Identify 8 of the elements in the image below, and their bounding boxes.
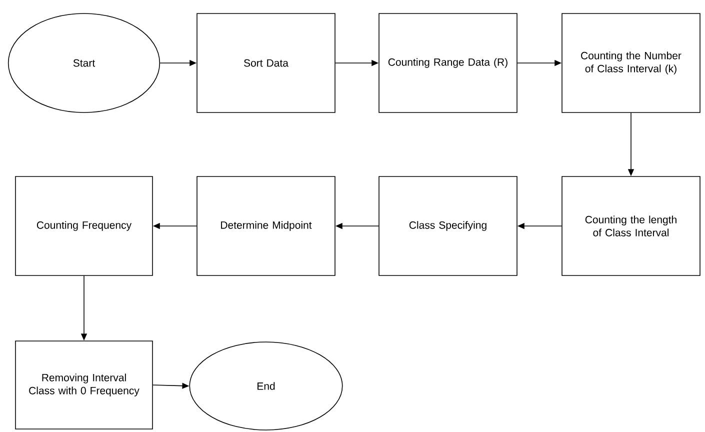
- process-box: Counting Frequency: [15, 176, 153, 276]
- process-box: Counting the Number of Class Interval (k): [562, 13, 700, 113]
- process-box: Sort Data: [196, 13, 336, 113]
- process-box: Determine Midpoint: [196, 176, 336, 276]
- process-box: Removing Interval Class with 0 Frequency: [15, 340, 153, 430]
- process-box: Class Specifying: [378, 176, 518, 276]
- process-box: Counting Range Data (R): [378, 13, 518, 113]
- process-box: Counting the length of Class Interval: [562, 176, 700, 276]
